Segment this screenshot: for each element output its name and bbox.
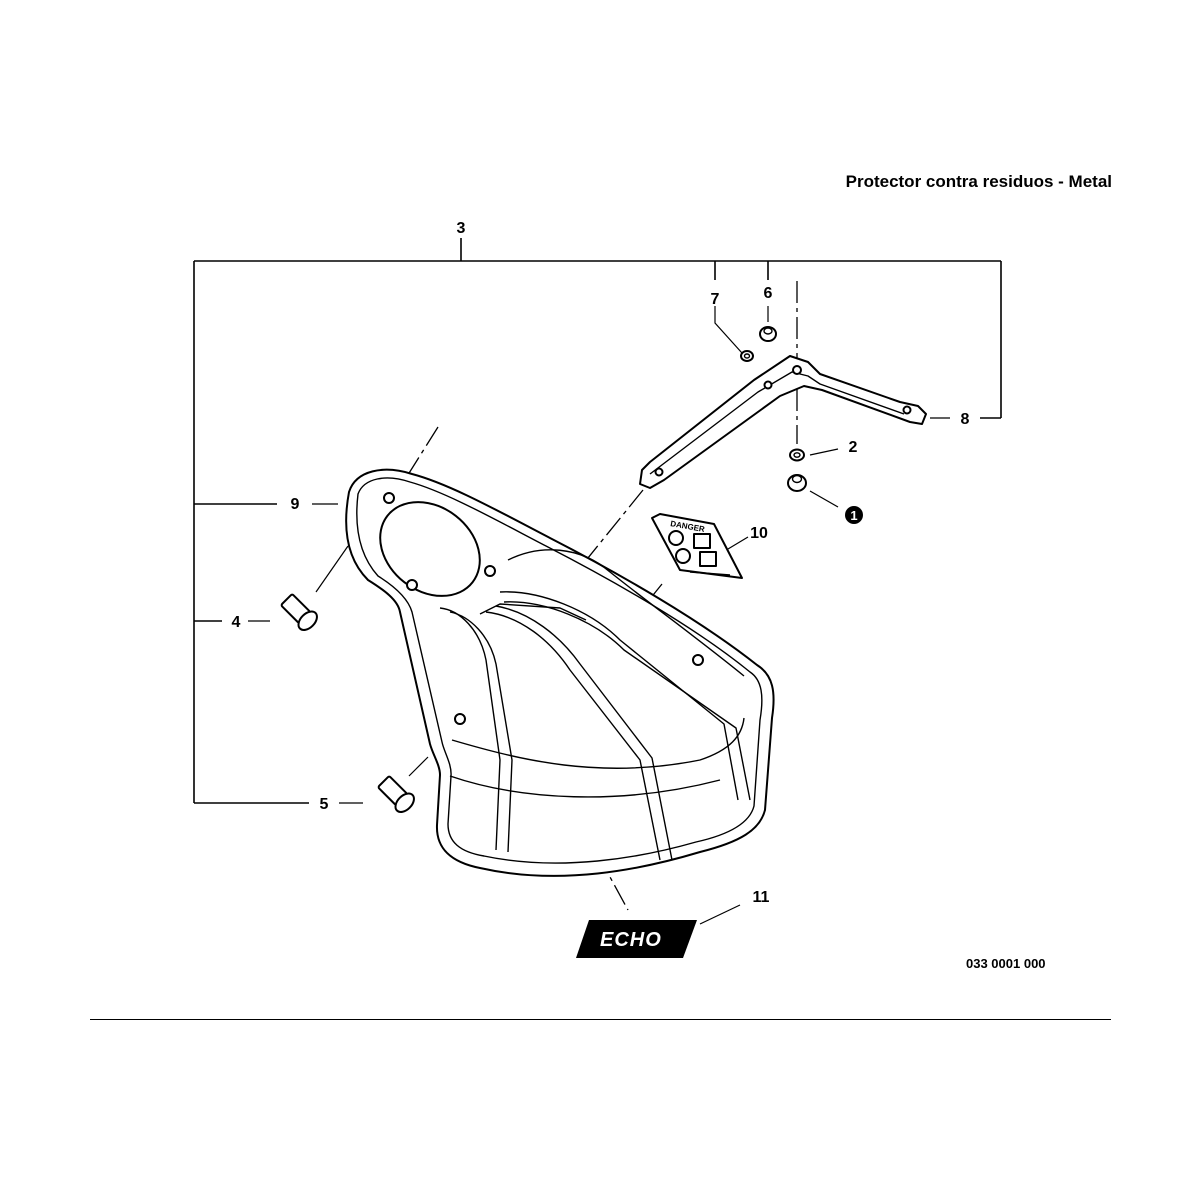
document-code: 033 0001 000 [966, 956, 1046, 971]
bolt-icon [280, 593, 415, 813]
echo-logo-icon: ECHO [576, 920, 697, 958]
callout-1: 1 [845, 506, 863, 524]
callout-8: 8 [961, 411, 970, 428]
callout-7: 7 [711, 291, 720, 308]
callout-numbers: 3 7 6 8 2 1 10 9 4 5 11 [232, 220, 970, 906]
callout-6: 6 [764, 285, 773, 302]
page-title: Protector contra residuos - Metal [845, 172, 1112, 190]
washer-icon [740, 350, 805, 462]
svg-text:ECHO: ECHO [600, 929, 662, 951]
danger-decal-icon: DANGER [651, 513, 743, 579]
callout-10: 10 [750, 525, 768, 542]
hex-nut-icon [759, 326, 807, 492]
callout-11: 11 [753, 889, 770, 906]
callout-9: 9 [291, 496, 300, 513]
bottom-divider [90, 1019, 1111, 1020]
callout-3: 3 [457, 220, 466, 237]
leader-lines [248, 306, 950, 925]
svg-text:1: 1 [850, 508, 857, 523]
callout-2: 2 [849, 439, 858, 456]
debris-shield-icon [345, 468, 775, 877]
callout-5: 5 [320, 796, 329, 813]
assembly-bracket-lines [193, 238, 1002, 804]
bracket-icon [639, 355, 927, 489]
callout-4: 4 [232, 614, 241, 631]
